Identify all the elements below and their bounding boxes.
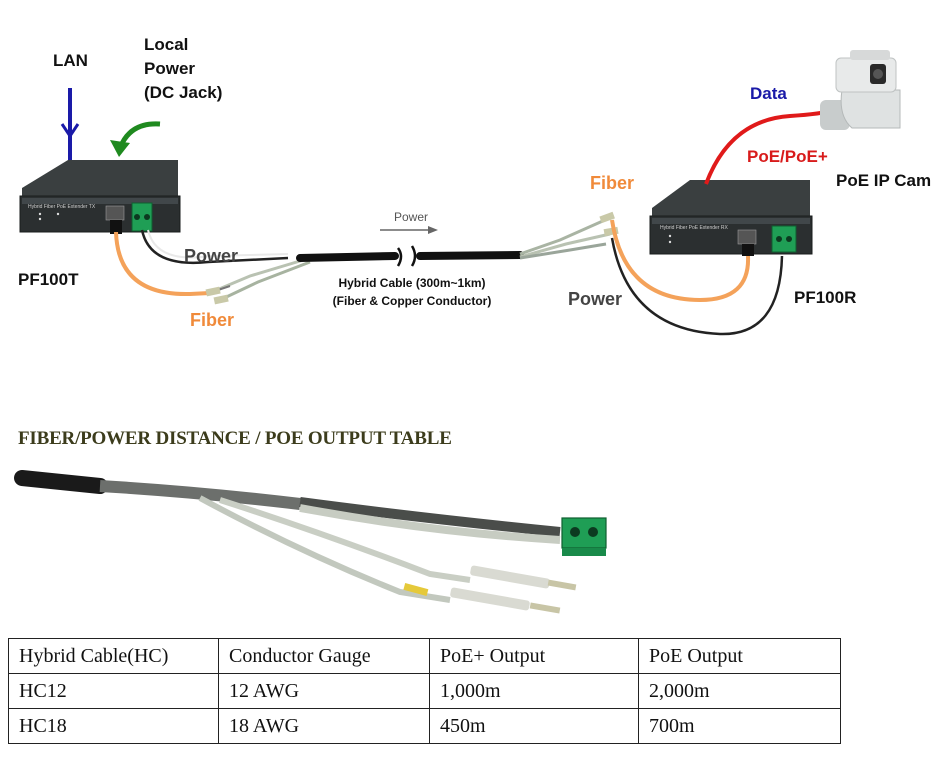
local-power-line-1: Local [144,35,189,54]
table-header-row: Hybrid Cable(HC) Conductor Gauge PoE+ Ou… [8,638,841,674]
data-label: Data [750,84,787,103]
lan-label: LAN [53,51,88,70]
table-cell: 450m [429,708,639,744]
camera-label: PoE IP Cam [836,171,932,190]
table-header-cell: Conductor Gauge [218,638,430,674]
ip-camera-icon [820,50,901,130]
table-cell: HC18 [8,708,219,744]
local-power-label: Local Power (DC Jack) [144,33,222,105]
power-arrow-label: Power [394,210,429,224]
local-power-line-2: Power [144,59,196,78]
fiber-left-label: Fiber [190,310,235,330]
rx-device-text: Hybrid Fiber PoE Extender RX [660,225,728,231]
table-cell: 12 AWG [218,673,430,709]
hybrid-cable-line-2: (Fiber & Copper Conductor) [332,294,492,308]
table-cell: 700m [638,708,841,744]
local-power-arrow-icon [110,121,161,157]
hybrid-cable-illustration [14,470,607,614]
table-cell: 1,000m [429,673,639,709]
table-row: HC12 12 AWG 1,000m 2,000m [8,673,841,709]
poe-label: PoE/PoE+ [747,147,828,166]
diagram-canvas: Hybrid Fiber PoE Extender TX [19,50,901,336]
hybrid-cable-line-1: Hybrid Cable (300m~1km) [338,276,486,290]
power-direction-arrow-icon [380,226,438,234]
table-row: HC18 18 AWG 450m 700m [8,708,841,744]
lan-arrow-icon [60,88,80,162]
tx-device-text: Hybrid Fiber PoE Extender TX [28,204,96,210]
hybrid-cable-photo [0,462,949,634]
table-header-cell: Hybrid Cable(HC) [8,638,219,674]
table-header-cell: PoE+ Output [429,638,639,674]
terminal-block-icon [561,517,607,556]
pf100r-label: PF100R [794,288,857,307]
power-right-label: Power [568,289,623,309]
power-left-label: Power [184,246,239,266]
table-cell: 2,000m [638,673,841,709]
pf100t-label: PF100T [18,270,79,289]
hybrid-cable-label: Hybrid Cable (300m~1km) (Fiber & Copper … [328,274,496,310]
connection-diagram: Hybrid Fiber PoE Extender TX [0,0,949,360]
table-cell: 18 AWG [218,708,430,744]
table-cell: HC12 [8,673,219,709]
section-title: FIBER/POWER DISTANCE / POE OUTPUT TABLE [18,428,452,449]
fiber-right-label: Fiber [590,173,635,193]
local-power-line-3: (DC Jack) [144,83,223,102]
pf100t-device: Hybrid Fiber PoE Extender TX [19,160,181,234]
pf100r-device: Hybrid Fiber PoE Extender RX [649,180,813,256]
table-header-cell: PoE Output [638,638,841,674]
distance-output-table: Hybrid Cable(HC) Conductor Gauge PoE+ Ou… [8,638,841,744]
